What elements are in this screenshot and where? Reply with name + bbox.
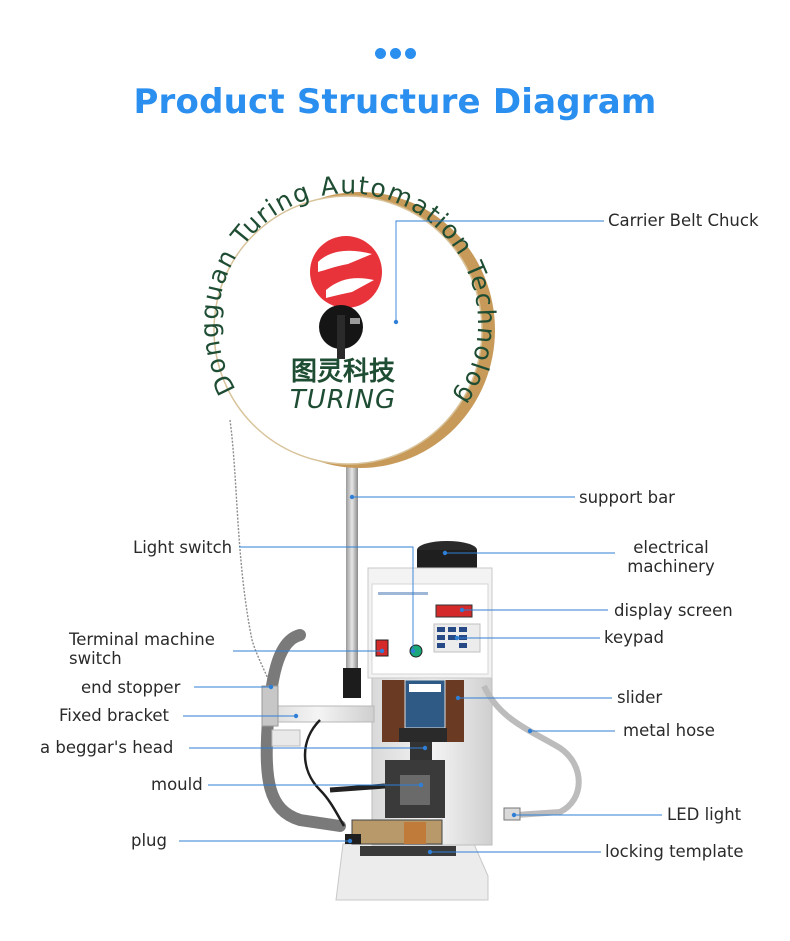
label-slider: slider [617,688,663,707]
label-locking-template: locking template [605,842,744,861]
decorative-dots [0,46,790,64]
label-terminal-switch-line1: Terminal machine [69,630,215,649]
label-led-light: LED light [667,805,742,824]
machine-base [335,843,489,901]
slider-bottom [399,728,447,742]
motor-body [417,550,477,570]
label-electrical-machinery: electrical machinery [612,538,730,576]
label-beggars-head: a beggar's head [40,738,174,757]
logo-brand: TURING [290,385,396,415]
cable [303,719,346,827]
bar-clamp [343,668,361,698]
dot [374,48,386,59]
locking-template [360,846,456,856]
page-title: Product Structure Diagram [133,82,657,122]
bracket-tag [271,729,301,747]
support-bar [346,460,358,675]
label-electrical-machinery-line1: electrical [633,538,709,557]
label-display-screen: display screen [614,601,733,620]
dot [404,48,416,59]
hub-nut [350,318,360,324]
label-electrical-machinery-line2: machinery [627,557,715,576]
mould-detail [400,775,430,805]
label-mould: mould [151,775,203,794]
terminal-feed [404,822,426,844]
label-fixed-bracket: Fixed bracket [59,706,170,725]
end-stopper [261,685,279,727]
plug [345,834,361,844]
label-terminal-switch-line2: switch [69,649,122,668]
display-screen [435,604,473,618]
label-carrier-belt-chuck: Carrier Belt Chuck [608,211,759,230]
feed-arm [329,783,386,793]
label-keypad: keypad [604,628,664,647]
logo-chinese: 图灵科技 [291,357,395,387]
fixed-bracket [261,705,375,723]
carrier-cord [229,419,273,691]
panel-header-line [378,592,428,595]
applicator-base [351,819,443,845]
metal-hose [481,684,582,818]
label-support-bar: support bar [579,488,675,507]
leader-dots [268,319,533,855]
label-end-stopper: end stopper [81,678,181,697]
leader-lines [179,220,662,853]
turing-logo-icon [310,236,382,308]
label-light-switch: Light switch [133,538,233,557]
slider-label [409,684,441,692]
dot [389,48,401,59]
led-light [503,807,521,821]
hub-screw [337,315,345,359]
label-terminal-machine-switch: Terminal machine switch [69,630,215,668]
beggars-head [410,742,432,762]
power-switch [375,639,389,657]
label-plug: plug [131,831,167,850]
label-metal-hose: metal hose [623,721,715,740]
